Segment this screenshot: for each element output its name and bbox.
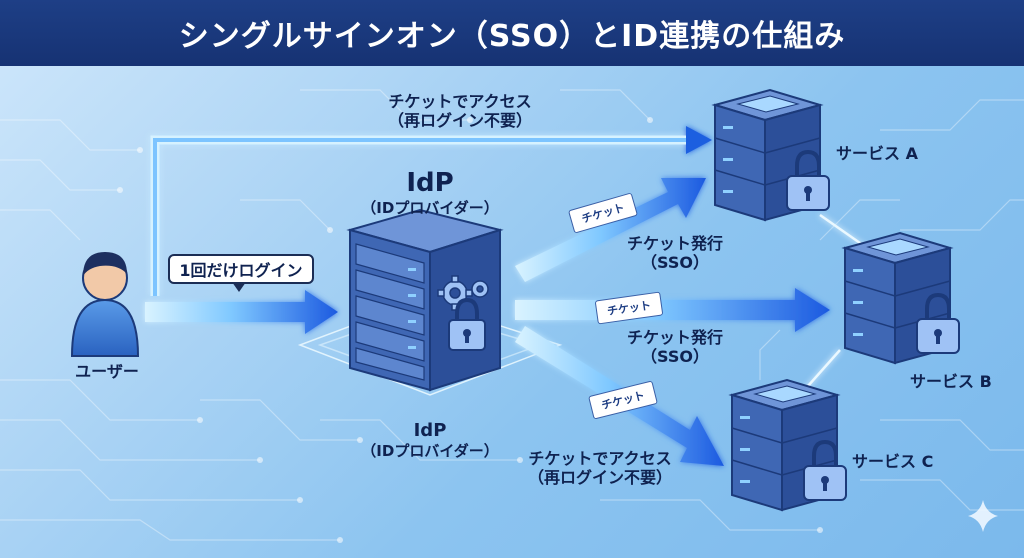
circuit-nodes: [117, 117, 823, 543]
circuit-background: [0, 89, 1024, 541]
arrow-to-service-a: [515, 178, 706, 282]
idp-bottom-subtitle: （IDプロバイダー）: [361, 441, 499, 460]
service-c-label: サービス C: [852, 452, 934, 471]
bottom-access-label: チケットでアクセス （再ログイン不要）: [500, 449, 700, 487]
idp-title: IdP: [406, 168, 454, 198]
arrow-top-access: [150, 126, 712, 296]
service-a-label: サービス A: [836, 144, 918, 163]
service-a-server-icon: [711, 88, 830, 222]
arrow-login: [145, 290, 338, 334]
issue-label-b-line1: チケット発行: [626, 328, 723, 347]
top-access-label: チケットでアクセス （再ログイン不要）: [360, 92, 560, 130]
sso-diagram: [0, 88, 1024, 543]
idp-bottom-title: IdP: [413, 420, 447, 441]
title-bar: シングルサインオン（SSO）とID連携の仕組み: [0, 0, 1024, 66]
bottom-access-line2: （再ログイン不要）: [527, 468, 672, 488]
bottom-access-line1: チケットでアクセス: [528, 449, 672, 468]
top-access-line2: （再ログイン不要）: [387, 111, 532, 131]
service-b-server-icon: [841, 231, 960, 365]
page-title: シングルサインオン（SSO）とID連携の仕組み: [178, 19, 846, 54]
gear-icon: [437, 275, 489, 311]
service-c-server-icon: [728, 378, 847, 512]
issue-label-b: チケット発行 （SSO）: [600, 328, 750, 366]
arrow-to-service-b: [515, 288, 830, 332]
service-b-label: サービス B: [910, 372, 992, 391]
top-access-line1: チケットでアクセス: [388, 92, 532, 111]
idp-server-icon: [346, 208, 504, 392]
idp-subtitle: （IDプロバイダー）: [361, 199, 499, 218]
sparkle-icon: [968, 500, 998, 532]
user-label: ユーザー: [75, 362, 139, 381]
issue-label-a-line2: （SSO）: [641, 253, 709, 273]
issue-label-b-line2: （SSO）: [641, 347, 709, 367]
user-icon: [70, 252, 140, 357]
idp-bottom-block: IdP （IDプロバイダー）: [360, 420, 500, 460]
issue-label-a-line1: チケット発行: [626, 234, 723, 253]
lock-icon: [448, 297, 486, 351]
issue-label-a: チケット発行 （SSO）: [600, 234, 750, 272]
idp-title-block: IdP （IDプロバイダー）: [360, 168, 500, 217]
login-bubble: 1回だけログイン: [168, 254, 314, 292]
